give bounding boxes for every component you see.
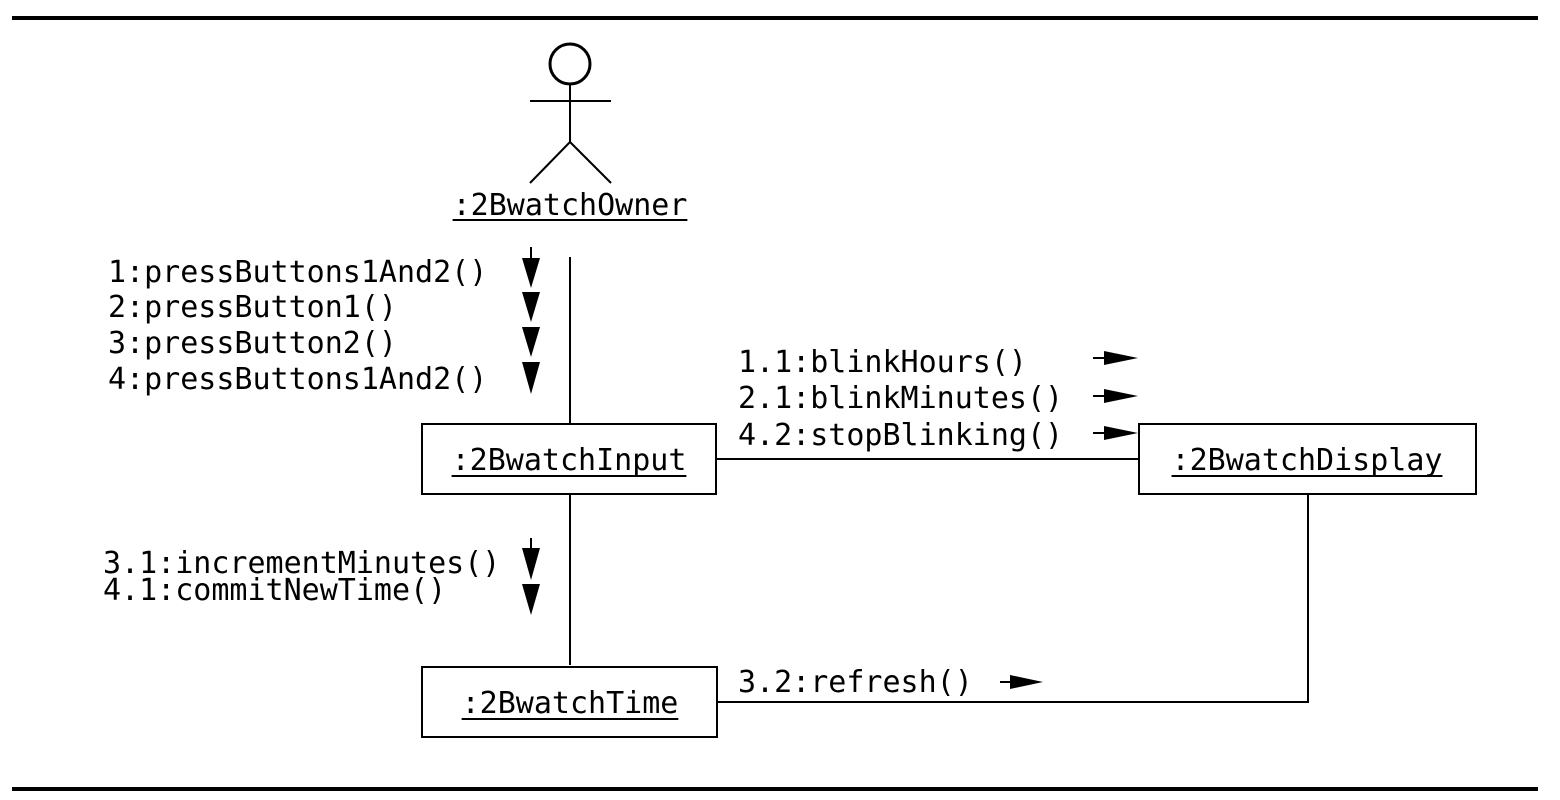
arrow-right-1 [1104,351,1138,365]
message-2-1: 2.1:blinkMinutes() [738,381,1063,416]
object-display-label: :2BwatchDisplay [1172,443,1443,478]
message-4-2: 4.2:stopBlinking() [738,418,1063,453]
actor-figure [529,42,612,184]
message-2: 2:pressButton1() [108,290,397,325]
message-4: 4:pressButtons1And2() [108,362,487,397]
actor-right-leg [569,141,612,184]
arrow-down-5 [522,548,540,580]
object-time: :2BwatchTime [421,666,718,738]
message-3: 3:pressButton2() [108,326,397,361]
arrow-right-4 [1010,675,1043,689]
arrow-time-to-display [1000,675,1043,689]
actor-name: :2BwatchOwner [453,188,688,223]
arrow-right-2 [1104,389,1138,403]
object-display: :2BwatchDisplay [1138,423,1477,495]
object-time-label: :2BwatchTime [462,686,679,721]
message-3-2: 3.2:refresh() [738,665,973,700]
message-4-1: 4.1:commitNewTime() [103,573,446,608]
arrow-down-2 [522,292,540,322]
arrows-input-to-display [1093,351,1138,440]
arrows-input-to-time [522,538,540,615]
arrow-right-3 [1104,426,1138,440]
message-3-1: 3.1:incrementMinutes() [103,546,500,581]
arrow-down-3 [522,327,540,357]
message-1-1: 1.1:blinkHours() [738,345,1027,380]
actor-left-leg [529,141,571,184]
link-time-display [717,494,1309,703]
arrow-down-1 [522,258,540,288]
object-input-label: :2BwatchInput [452,443,687,478]
arrow-down-4 [522,362,540,394]
arrow-down-6 [522,584,540,615]
object-input-box [421,423,717,495]
message-1: 1:pressButtons1And2() [108,255,487,290]
actor-head [548,42,592,86]
arrows-owner-to-input [522,247,540,394]
object-display-box [1138,423,1477,495]
object-input: :2BwatchInput [421,423,717,495]
object-time-box [421,666,718,738]
